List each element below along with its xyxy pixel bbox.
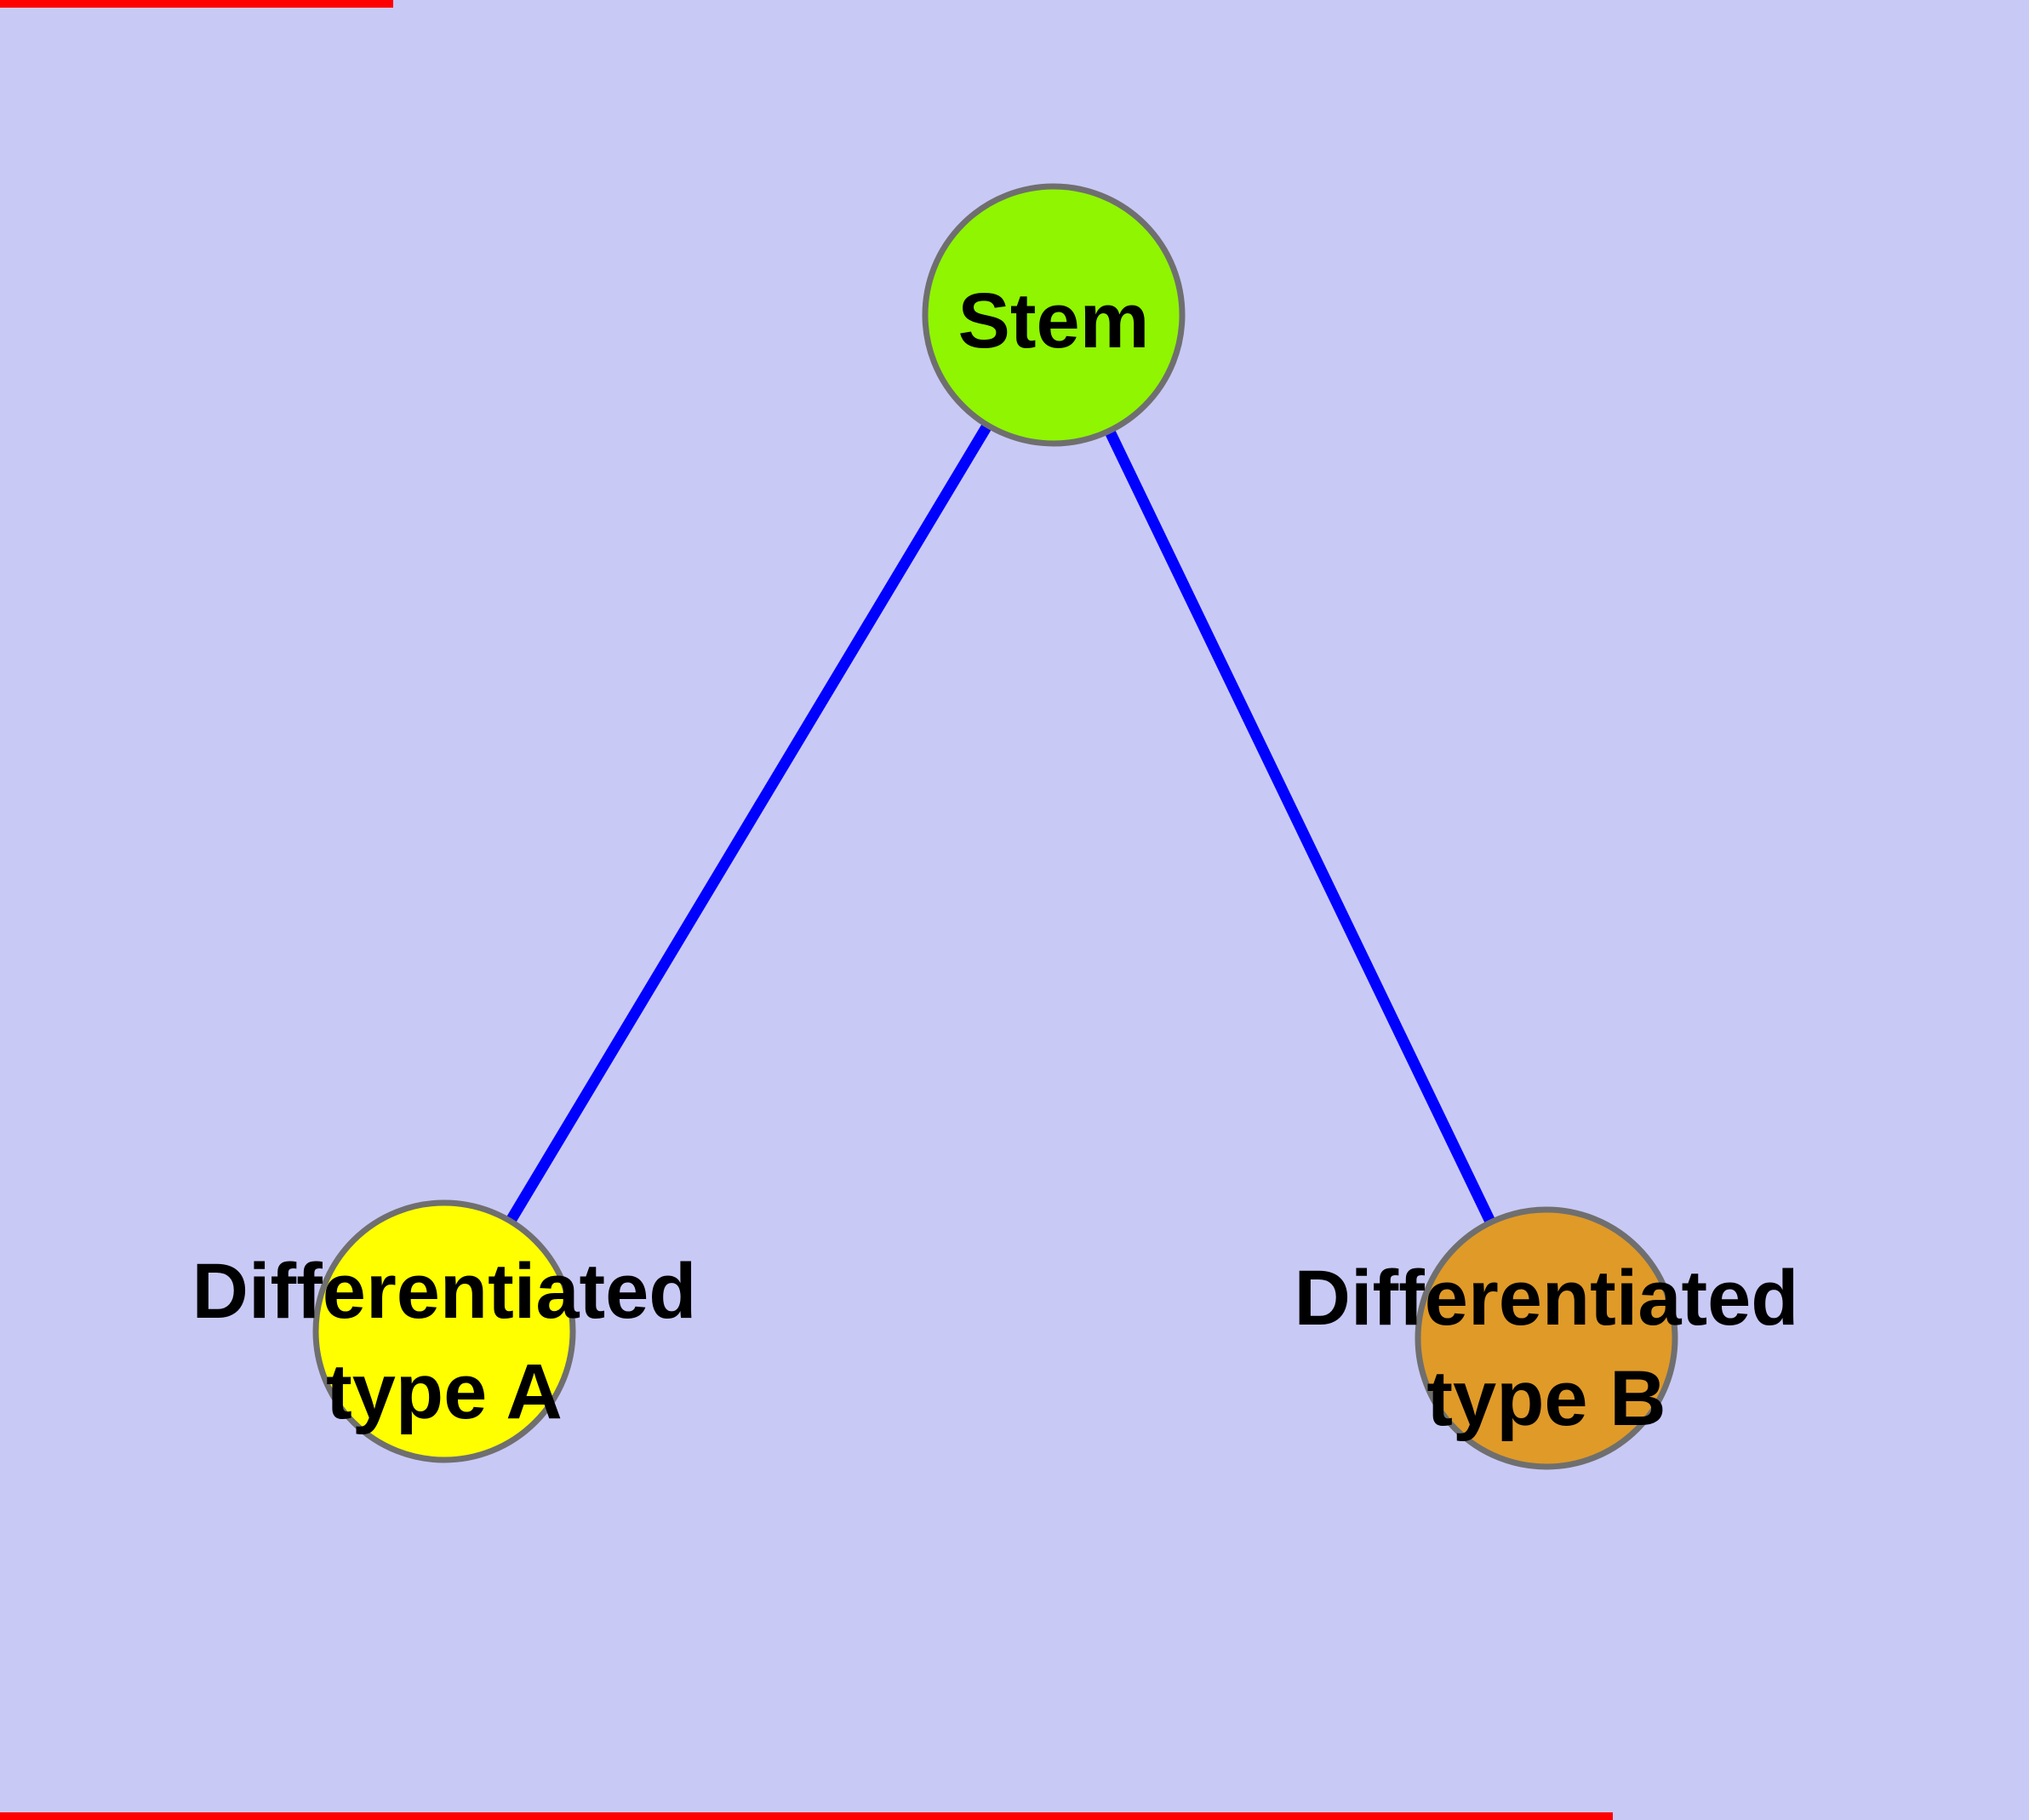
type-b-label-line2: type B — [1426, 1355, 1666, 1442]
type-a-label-line2: type A — [326, 1348, 563, 1435]
type-a-node — [312, 1199, 576, 1463]
type-b-label-line1: Differentiated — [1295, 1255, 1799, 1342]
top-edge-red-strip — [0, 0, 393, 8]
edge-stem-to-type-b — [1049, 312, 1552, 1341]
edge-stem-to-type-a — [439, 312, 1059, 1335]
bottom-edge-red-strip — [0, 1812, 1613, 1820]
type-b-node — [1415, 1206, 1678, 1470]
stem-node-label: Stem — [958, 278, 1150, 364]
stem-node — [922, 183, 1186, 447]
type-a-label-line1: Differentiated — [192, 1248, 697, 1335]
